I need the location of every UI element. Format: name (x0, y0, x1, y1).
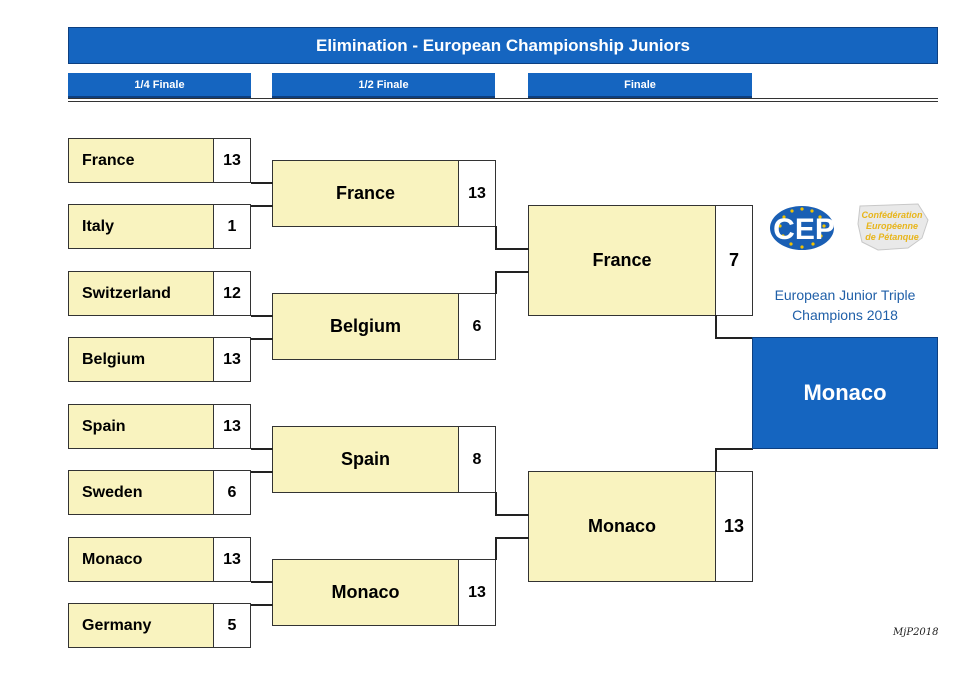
header-divider (68, 101, 938, 102)
round-header-semifinal: 1/2 Finale (272, 73, 495, 99)
bracket-connector (715, 337, 753, 339)
round-header-final: Finale (528, 73, 752, 99)
bracket-connector (251, 315, 273, 317)
logo-map (857, 203, 929, 251)
champion-team: Monaco (752, 337, 938, 449)
sf-score-2: 6 (458, 293, 496, 360)
header-divider (68, 98, 938, 99)
bracket-connector (251, 581, 273, 583)
logo-star-ring (778, 207, 826, 249)
logo-text-line2: Européenne (866, 221, 918, 231)
champion-caption-line1: European Junior Triple (774, 287, 916, 303)
qf-team-3: Switzerland (68, 271, 214, 316)
sf-team-1: France (272, 160, 459, 227)
cep-logo-graphic: CEP Confédération Européenne de Pétanque (770, 203, 929, 251)
sf-score-4: 13 (458, 559, 496, 626)
qf-score-1: 13 (213, 138, 251, 183)
bracket-connector (495, 514, 529, 516)
qf-team-4: Belgium (68, 337, 214, 382)
sf-team-4: Monaco (272, 559, 459, 626)
final-team-2: Monaco (528, 471, 716, 582)
qf-team-6: Sweden (68, 470, 214, 515)
qf-team-2: Italy (68, 204, 214, 249)
bracket-connector (251, 338, 273, 340)
final-team-1: France (528, 205, 716, 316)
bracket-connector (251, 604, 273, 606)
final-score-1: 7 (715, 205, 753, 316)
qf-score-5: 13 (213, 404, 251, 449)
logo-acronym: CEP (773, 213, 835, 246)
qf-score-7: 13 (213, 537, 251, 582)
sf-score-3: 8 (458, 426, 496, 493)
final-score-2: 13 (715, 471, 753, 582)
bracket-connector (495, 537, 497, 560)
bracket-connector (251, 471, 273, 473)
page-title: Elimination - European Championship Juni… (68, 27, 938, 64)
logo-text-line3: de Pétanque (865, 232, 919, 242)
bracket-connector (495, 492, 497, 515)
bracket-connector (495, 537, 529, 539)
bracket-connector (495, 248, 529, 250)
qf-team-5: Spain (68, 404, 214, 449)
qf-score-3: 12 (213, 271, 251, 316)
round-header-quarterfinal: 1/4 Finale (68, 73, 251, 99)
qf-score-6: 6 (213, 470, 251, 515)
cep-logo: CEP Confédération Européenne de Pétanque (768, 198, 932, 254)
champion-caption: European Junior Triple Champions 2018 (752, 285, 938, 325)
qf-team-1: France (68, 138, 214, 183)
bracket-connector (251, 448, 273, 450)
sf-team-3: Spain (272, 426, 459, 493)
author-signature: MjP2018 (893, 627, 939, 638)
bracket-connector (715, 448, 753, 450)
qf-score-8: 5 (213, 603, 251, 648)
sf-team-2: Belgium (272, 293, 459, 360)
bracket-connector (495, 271, 497, 294)
bracket-connector (715, 315, 717, 338)
bracket-connector (251, 205, 273, 207)
qf-team-7: Monaco (68, 537, 214, 582)
qf-score-2: 1 (213, 204, 251, 249)
sf-score-1: 13 (458, 160, 496, 227)
champion-caption-line2: Champions 2018 (792, 307, 898, 323)
qf-team-8: Germany (68, 603, 214, 648)
qf-score-4: 13 (213, 337, 251, 382)
bracket-connector (251, 182, 273, 184)
logo-text-line1: Confédération (861, 210, 923, 220)
logo-globe (770, 206, 834, 250)
bracket-connector (495, 271, 529, 273)
bracket-connector (715, 448, 717, 472)
bracket-connector (495, 226, 497, 249)
